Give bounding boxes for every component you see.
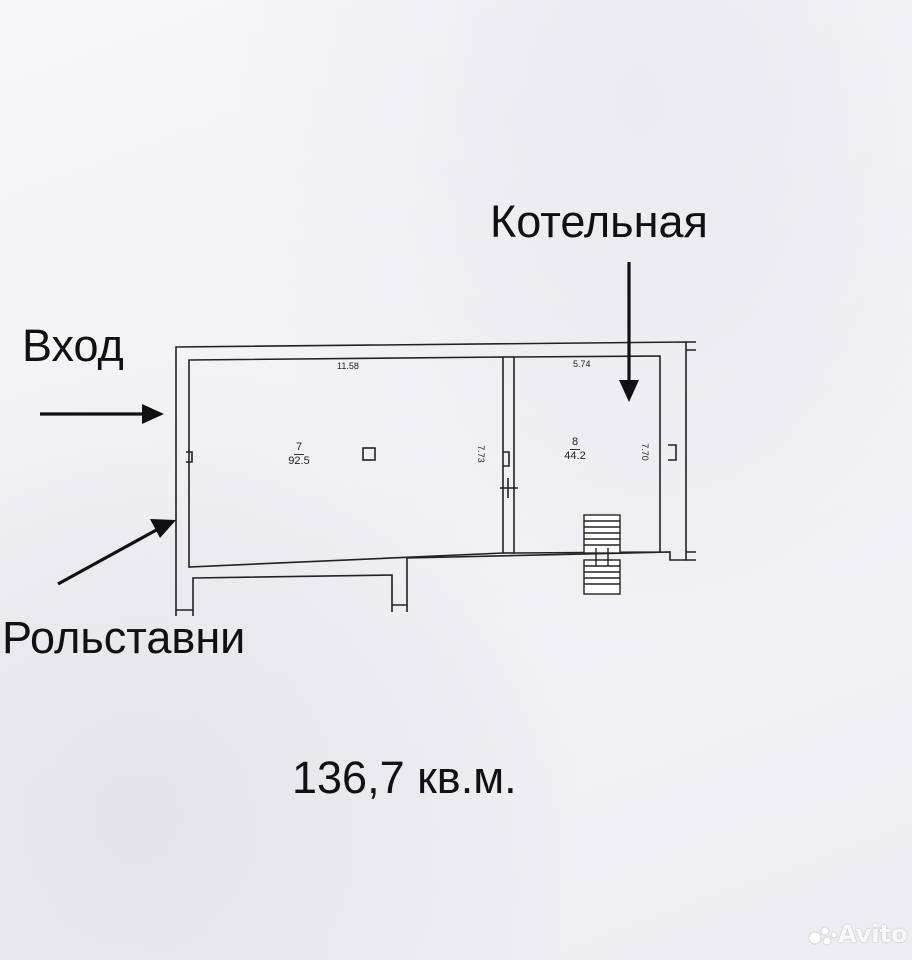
column <box>362 447 376 461</box>
room7-area: 92.5 <box>288 455 310 467</box>
room7-width-dim: 11.58 <box>337 361 359 371</box>
room7-inner-wall <box>188 356 504 568</box>
arrow-down-icon <box>619 262 639 402</box>
door-mark-8 <box>503 451 510 467</box>
room8-area: 44.2 <box>564 450 586 462</box>
room8-depth-dim: 7.70 <box>639 443 650 461</box>
room8-width-dim: 5.74 <box>573 359 591 369</box>
room8-number: 8 <box>569 436 581 450</box>
room8-label: 8 44.2 <box>560 436 590 463</box>
arrow-up-right-icon <box>57 519 176 586</box>
avito-watermark: Avito <box>838 920 908 948</box>
stairs <box>583 514 621 595</box>
roller-shutters-label: Рольставни <box>2 612 246 663</box>
avito-logo-icon <box>808 926 838 946</box>
room7-depth-dim: 7.73 <box>475 445 486 463</box>
entrance-label: Вход <box>22 320 124 371</box>
door-mark-right <box>668 444 677 461</box>
arrow-right-icon <box>40 404 164 424</box>
room7-number: 7 <box>293 441 305 455</box>
total-area-label: 136,7 кв.м. <box>292 752 517 803</box>
room7-label: 7 92.5 <box>284 441 314 468</box>
door-mark-7 <box>186 451 193 463</box>
boiler-room-label: Котельная <box>490 196 708 247</box>
